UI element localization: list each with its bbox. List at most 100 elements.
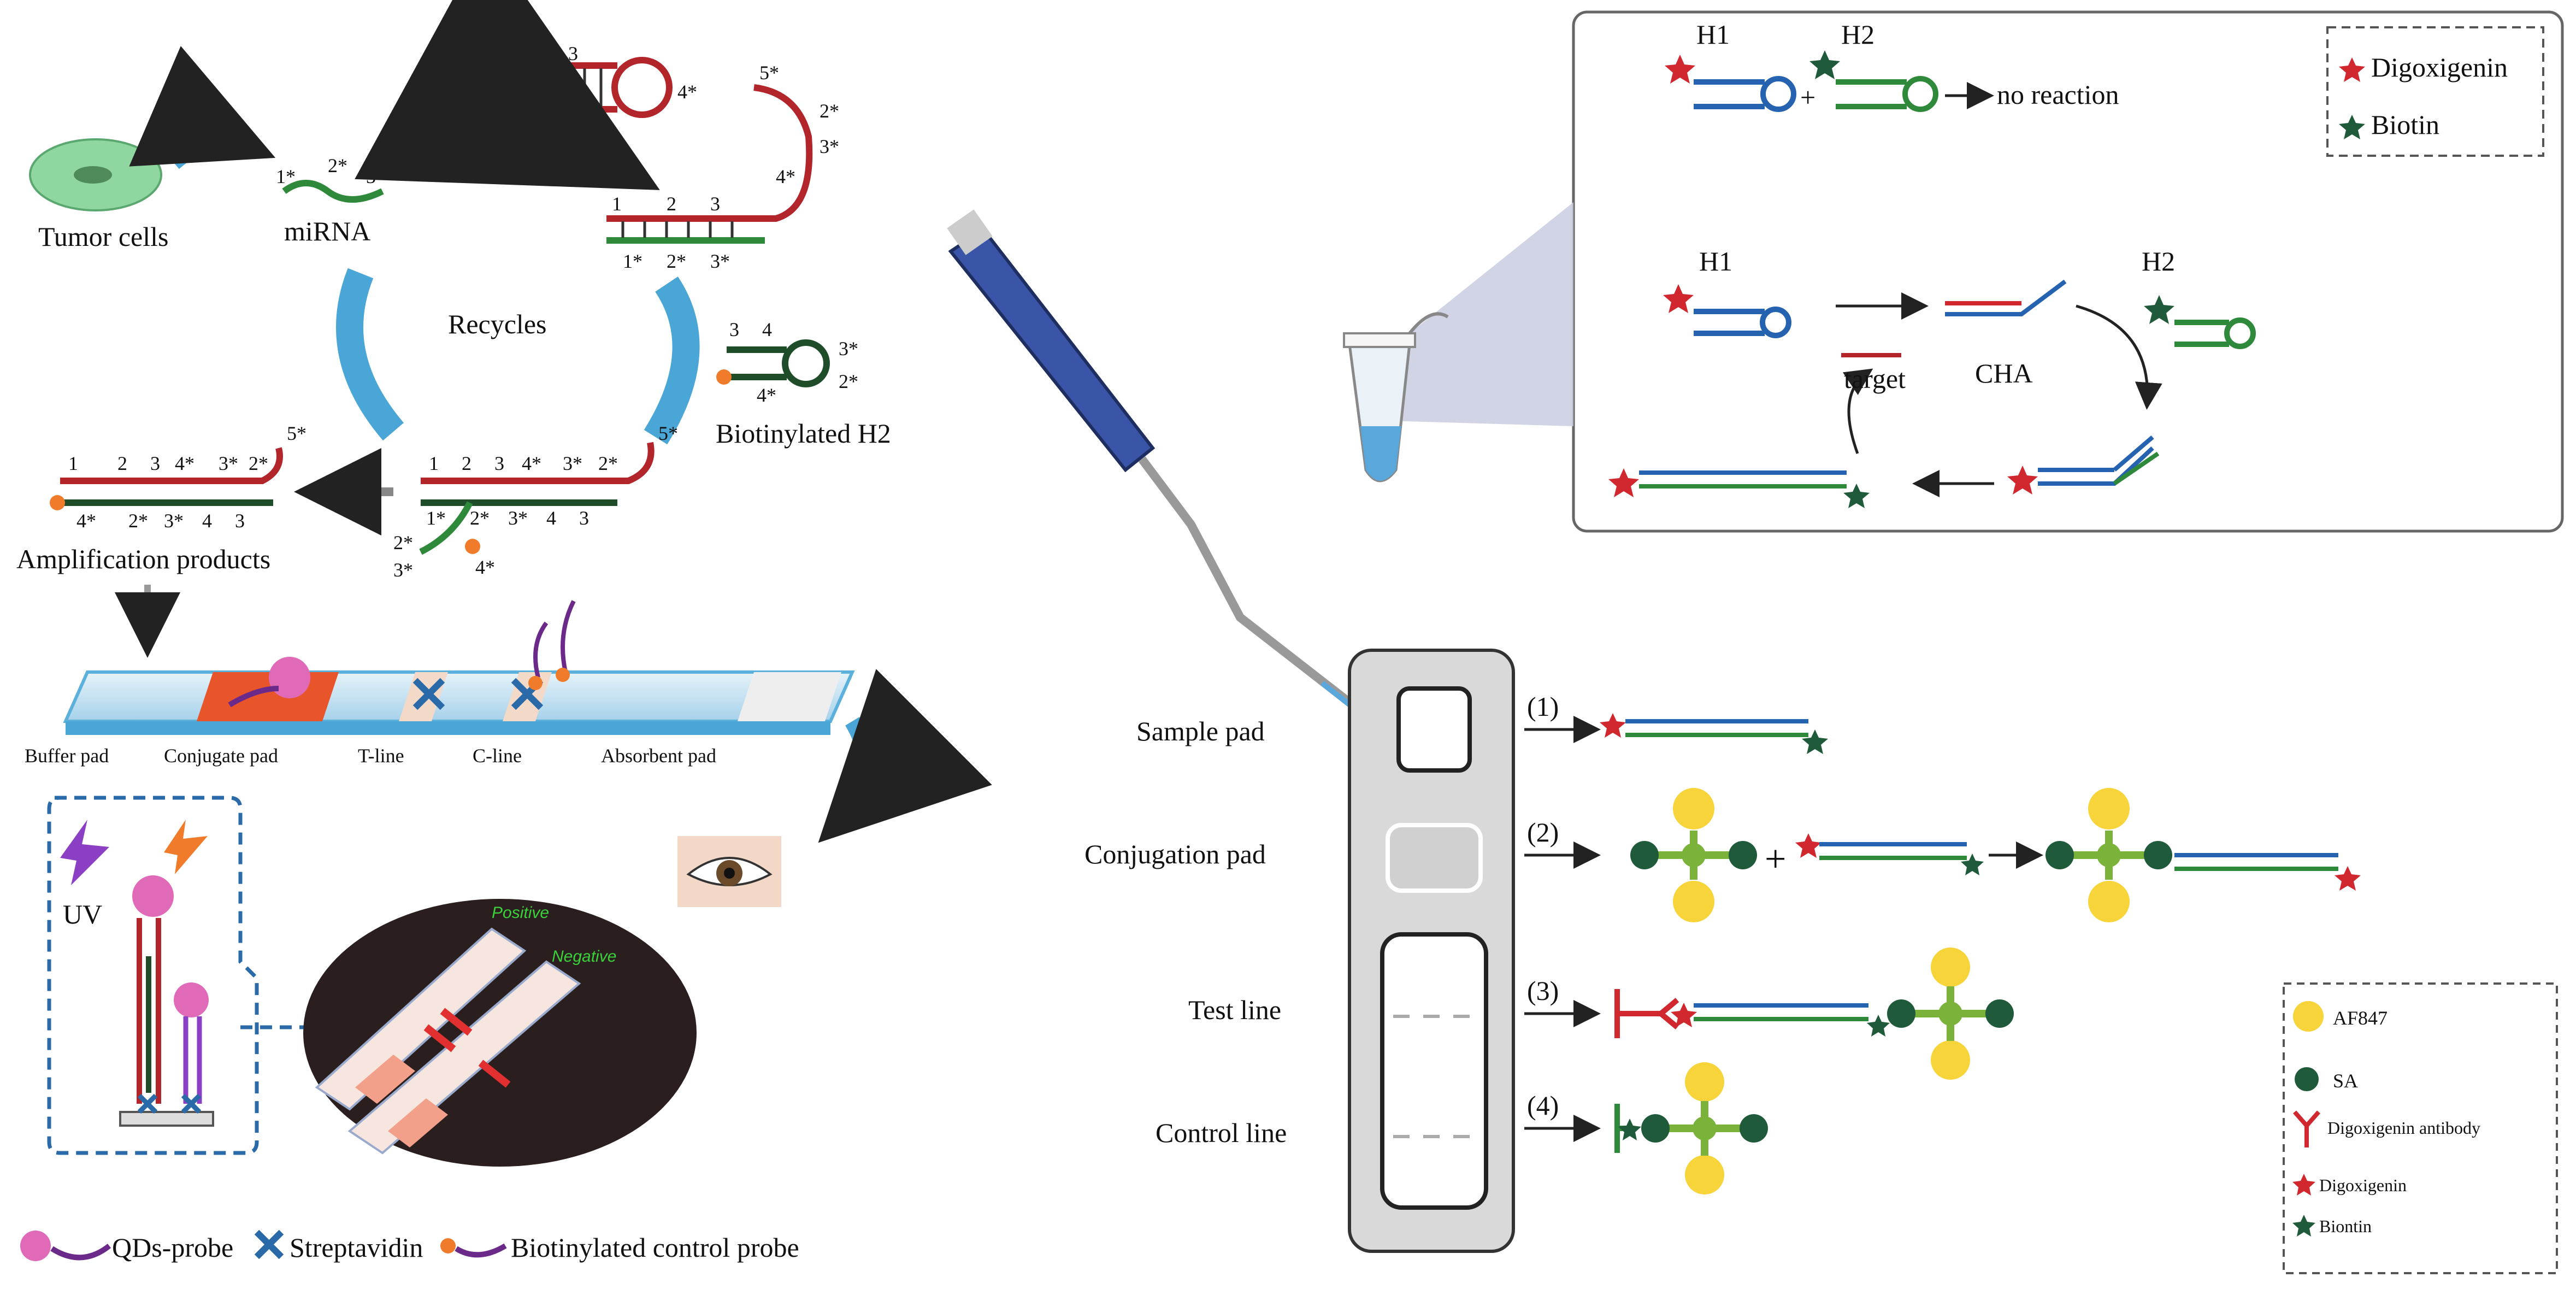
mirna-strand xyxy=(282,180,384,203)
domain-label: 3* xyxy=(219,452,238,474)
streptavidin-icon xyxy=(254,1229,284,1259)
domain-label: 2 xyxy=(462,452,471,474)
t-line-label: T-line xyxy=(358,745,404,767)
plus-sign: + xyxy=(1765,838,1786,880)
domain-label: 2* xyxy=(598,452,618,474)
domain-label: 2* xyxy=(667,250,686,272)
domain-label: 5* xyxy=(759,62,779,84)
domain-label: 2 xyxy=(667,193,676,215)
domain-label: 3 xyxy=(729,319,739,340)
h1-mirna-complex xyxy=(606,84,813,244)
uv-lightning-icon xyxy=(60,820,109,885)
domain-label: 2* xyxy=(470,507,490,529)
step-4-label: (4) xyxy=(1527,1090,1559,1121)
af847-sa-complex xyxy=(2046,788,2172,922)
legend-digoxigenin-antibody: Digoxigenin antibody xyxy=(2327,1118,2480,1138)
domain-label: 3 xyxy=(579,507,589,529)
legend-digoxigenin: Digoxigenin xyxy=(2371,52,2508,83)
legend-biotinylated-control-probe: Biotinylated control probe xyxy=(511,1232,799,1263)
amplification-product xyxy=(50,447,283,510)
domain-label: 3* xyxy=(563,452,582,474)
legend-qds-probe: QDs-probe xyxy=(112,1232,233,1263)
domain-label: 3 xyxy=(568,43,578,64)
conjugation-pad-label: Conjugation pad xyxy=(1084,839,1266,869)
domain-label: 4 xyxy=(762,319,772,340)
tube-icon xyxy=(1343,312,1449,482)
af847-sa-complex xyxy=(1630,788,1757,922)
domain-label: 3* xyxy=(839,338,858,360)
cycle-h1-label: H1 xyxy=(1699,246,1732,276)
domain-label: 3* xyxy=(508,507,528,529)
left-legend: QDs-probe Streptavidin Biotinylated cont… xyxy=(20,1229,799,1263)
legend-sa: SA xyxy=(2333,1070,2358,1092)
domain-label: 3* xyxy=(393,559,413,581)
domain-label: 4* xyxy=(522,452,541,474)
cycle-arrow xyxy=(336,268,404,441)
domain-label: 4* xyxy=(776,166,795,187)
h1-hairpin xyxy=(448,57,673,118)
inset-legend xyxy=(2326,26,2544,157)
tumor-cells-label: Tumor cells xyxy=(38,221,168,252)
biotinylated-h2-label: Biotinylated H2 xyxy=(716,418,891,449)
domain-label: 4* xyxy=(757,384,776,406)
right-panel: H1 + H2 no reaction Digoxigenin Biotin H… xyxy=(947,10,2564,1274)
pipette-icon xyxy=(947,209,1390,737)
streptavidin-icon xyxy=(137,1093,202,1114)
absorbent-pad-label: Absorbent pad xyxy=(601,745,716,767)
recycles-label: Recycles xyxy=(448,309,546,339)
domain-label: 2 xyxy=(117,452,127,474)
cycle-h2-label: H2 xyxy=(2142,246,2175,276)
domain-label: 3 xyxy=(235,510,245,532)
cycle-arrow xyxy=(644,276,700,445)
positive-label: Positive xyxy=(492,904,549,922)
lightning-icon xyxy=(164,820,208,874)
domain-label: 1* xyxy=(426,507,446,529)
domain-label: 2* xyxy=(393,532,413,554)
conjugate-pad-label: Conjugate pad xyxy=(164,745,278,767)
lateral-flow-strip xyxy=(63,600,855,735)
streptavidin-icon xyxy=(412,678,445,710)
domain-label: 2* xyxy=(328,155,347,176)
digoxigenin-icon xyxy=(2339,57,2365,82)
plus-sign: + xyxy=(1800,82,1815,113)
detection-inset: UV xyxy=(47,796,259,1155)
af847-sa-complex xyxy=(1887,947,2014,1080)
domain-label: 3* xyxy=(710,250,730,272)
domain-label: 4* xyxy=(76,510,96,532)
uv-label: UV xyxy=(63,899,102,929)
legend-streptavidin: Streptavidin xyxy=(290,1232,423,1263)
step-2-label: (2) xyxy=(1527,817,1559,847)
step-1-label: (1) xyxy=(1527,691,1559,722)
no-reaction-label: no reaction xyxy=(1997,79,2119,110)
biotinylated-h2-hairpin xyxy=(716,339,830,387)
domain-label: 1 xyxy=(429,452,439,474)
domain-label: 1 xyxy=(612,193,622,215)
buffer-pad-label: Buffer pad xyxy=(25,745,109,767)
domain-label: 4 xyxy=(202,510,212,532)
bottom-legend xyxy=(2283,982,2558,1274)
eye-icon xyxy=(677,836,781,907)
c-line-label: C-line xyxy=(473,745,522,767)
domain-label: 1* xyxy=(623,250,642,272)
cha-product xyxy=(1600,713,1828,754)
target-label: target xyxy=(1844,363,1906,394)
legend-af847: AF847 xyxy=(2333,1007,2388,1029)
cycle-arrow xyxy=(355,0,660,190)
domain-label: 3 xyxy=(494,452,504,474)
negative-label: Negative xyxy=(552,947,616,966)
domain-label: 2* xyxy=(820,100,839,122)
domain-label: 1* xyxy=(276,166,296,187)
legend-biontin: Biontin xyxy=(2319,1216,2372,1236)
domain-label: 3 xyxy=(150,452,160,474)
digoxigenin-icon xyxy=(1665,55,1695,84)
strip-result-photo xyxy=(303,899,697,1167)
domain-label: 3* xyxy=(164,510,184,532)
domain-label: 4* xyxy=(475,556,495,578)
left-panel: Tumor cells 1* 2* 3* miRNA H1 1 2 3 4* 5… xyxy=(16,0,992,1263)
domain-label: 2 xyxy=(524,43,534,64)
biotin-icon xyxy=(2339,115,2365,139)
domain-label: 5* xyxy=(658,422,678,444)
domain-label: 2* xyxy=(839,370,858,392)
legend-digoxigenin: Digoxigenin xyxy=(2319,1175,2407,1195)
biotin-icon xyxy=(1809,50,1840,79)
